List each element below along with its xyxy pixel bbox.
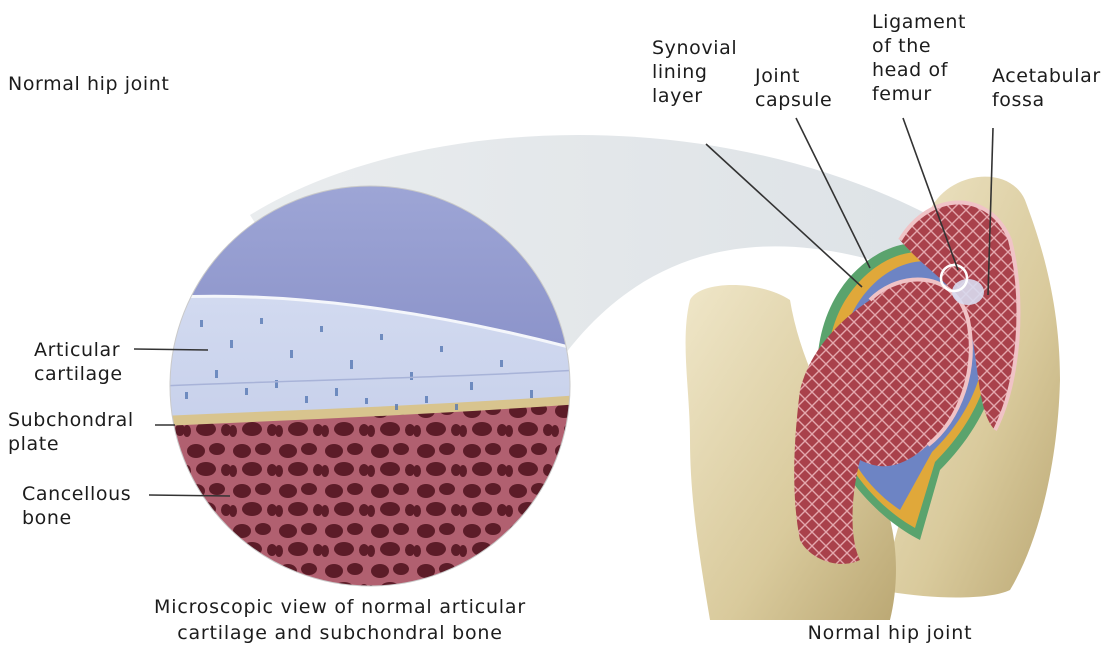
- title-label: Normal hip joint: [8, 72, 169, 96]
- joint-capsule-label: Joint capsule: [755, 64, 832, 112]
- cancellous-bone-label: Cancellous bone: [22, 482, 131, 530]
- micro-caption: Microscopic view of normal articular car…: [60, 594, 620, 646]
- articular-cartilage-label: Articular cartilage: [34, 338, 123, 386]
- hip-caption: Normal hip joint: [760, 620, 1020, 646]
- ligament-label: Ligament of the head of femur: [872, 10, 966, 106]
- subchondral-plate-label: Subchondral plate: [8, 408, 134, 456]
- synovial-lining-label: Synovial lining layer: [652, 36, 737, 108]
- acetabular-fossa-label: Acetabular fossa: [992, 64, 1101, 112]
